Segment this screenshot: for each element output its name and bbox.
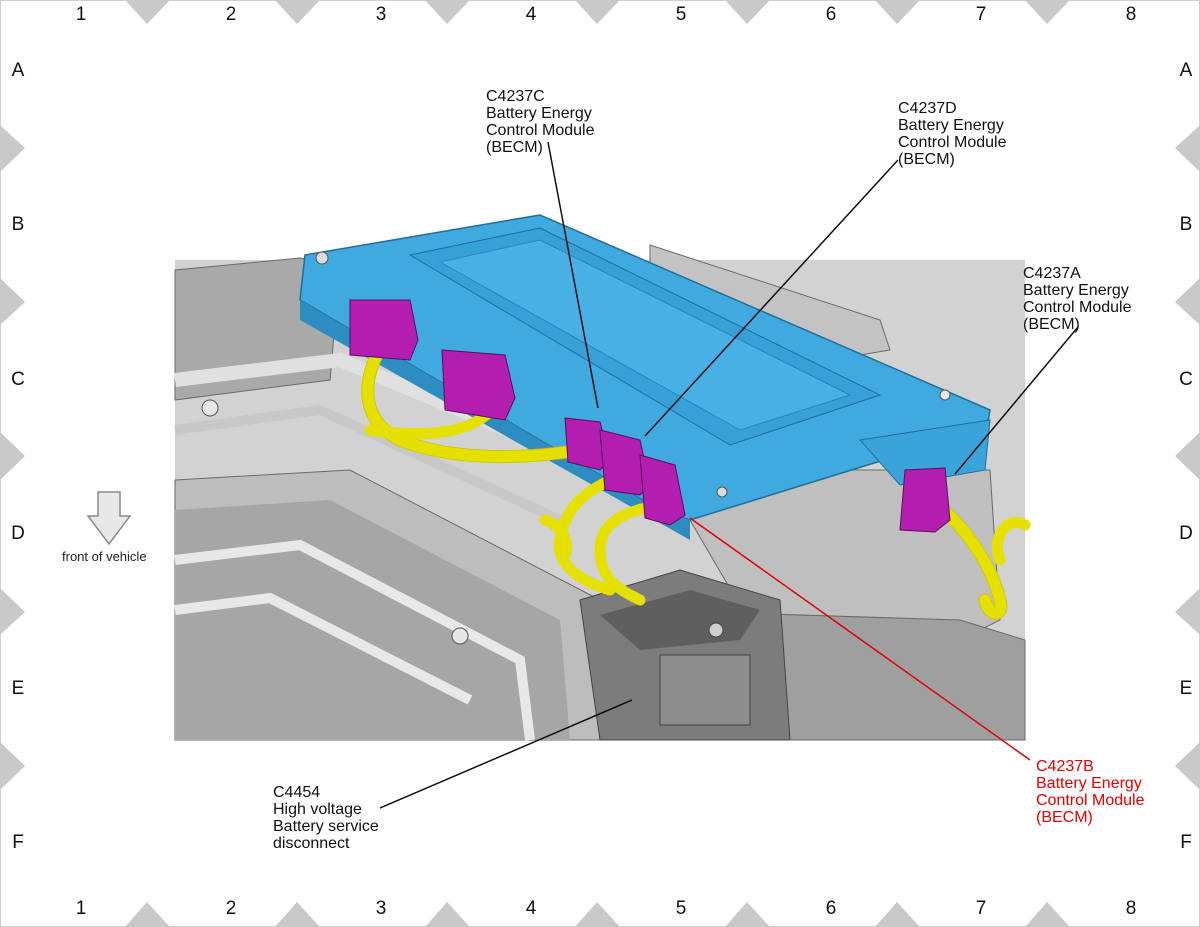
grid-tab-bottom bbox=[875, 902, 920, 927]
grid-column-label: 2 bbox=[225, 898, 237, 919]
grid-row-label: B bbox=[11, 214, 25, 235]
grid-tab-right bbox=[1175, 588, 1200, 635]
grid-column-label: 1 bbox=[75, 898, 87, 919]
grid-row-label: A bbox=[11, 60, 25, 81]
grid-column-label: 5 bbox=[675, 4, 687, 25]
leader-line-c4454 bbox=[379, 699, 633, 809]
grid-tab-top bbox=[875, 0, 920, 24]
grid-tab-top bbox=[725, 0, 770, 24]
grid-tab-left bbox=[0, 125, 25, 172]
callout-line: High voltage bbox=[273, 801, 362, 818]
callout-line: Battery Energy bbox=[486, 105, 592, 122]
leader-line-c4237a bbox=[954, 326, 1079, 475]
grid-tab-right bbox=[1175, 278, 1200, 325]
grid-row-label: C bbox=[11, 369, 25, 390]
callout-c4237b: C4237B Battery Energy Control Module (BE… bbox=[1036, 758, 1145, 826]
becm-module bbox=[299, 214, 991, 540]
grid-column-label: 3 bbox=[375, 4, 387, 25]
connector-id: C4454 bbox=[273, 784, 321, 801]
becm-connectors bbox=[349, 299, 951, 533]
grid-column-label: 6 bbox=[825, 4, 837, 25]
grid-column-label: 5 bbox=[675, 898, 687, 919]
callout-c4454: C4454 High voltage Battery service disco… bbox=[273, 784, 379, 852]
grid-column-label: 4 bbox=[525, 898, 537, 919]
orientation-label: front of vehicle bbox=[62, 549, 147, 564]
grid-column-label: 7 bbox=[975, 4, 987, 25]
callout-line: (BECM) bbox=[1023, 316, 1080, 333]
grid-tab-right bbox=[1175, 742, 1200, 790]
leader-line-c4237d bbox=[644, 159, 899, 437]
grid-row-label: B bbox=[1179, 214, 1193, 235]
grid-tab-top bbox=[125, 0, 170, 24]
grid-tab-right bbox=[1175, 125, 1200, 172]
callout-line: Battery Energy bbox=[1036, 775, 1142, 792]
grid-column-label: 8 bbox=[1125, 898, 1137, 919]
grid-tab-top bbox=[1025, 0, 1070, 24]
callout-line: Control Module bbox=[1036, 792, 1145, 809]
grid-column-label: 6 bbox=[825, 898, 837, 919]
callout-line: Control Module bbox=[1023, 299, 1132, 316]
grid-row-label: C bbox=[1179, 369, 1193, 390]
leader-line-c4237c bbox=[547, 141, 599, 409]
callout-line: Control Module bbox=[898, 134, 1007, 151]
grid-tab-top bbox=[425, 0, 470, 24]
grid-row-label: F bbox=[1180, 832, 1192, 853]
down-arrow-icon bbox=[86, 491, 132, 546]
callout-line: Battery service bbox=[273, 818, 379, 835]
grid-column-label: 4 bbox=[525, 4, 537, 25]
grid-column-label: 2 bbox=[225, 4, 237, 25]
grid-tab-bottom bbox=[725, 902, 770, 927]
leader-line-c4237b bbox=[689, 517, 1031, 761]
grid-tab-top bbox=[575, 0, 620, 24]
grid-tab-bottom bbox=[125, 902, 170, 927]
callout-line: Battery Energy bbox=[898, 117, 1004, 134]
grid-tab-bottom bbox=[1025, 902, 1070, 927]
grid-tab-left bbox=[0, 742, 25, 790]
callout-line: Battery Energy bbox=[1023, 282, 1129, 299]
grid-tab-left bbox=[0, 432, 25, 480]
grid-row-label: A bbox=[1179, 60, 1193, 81]
wiring-harness bbox=[361, 333, 1031, 620]
grid-row-label: E bbox=[1179, 678, 1193, 699]
connector-id: C4237B bbox=[1036, 758, 1094, 775]
callout-c4237c: C4237C Battery Energy Control Module (BE… bbox=[486, 88, 595, 156]
grid-row-label: D bbox=[11, 523, 25, 544]
connector-id: C4237A bbox=[1023, 265, 1081, 282]
callout-line: (BECM) bbox=[486, 139, 543, 156]
grid-row-label: F bbox=[12, 832, 24, 853]
grid-tab-left bbox=[0, 278, 25, 325]
callout-line: (BECM) bbox=[898, 151, 955, 168]
grid-tab-left bbox=[0, 588, 25, 635]
grid-row-label: D bbox=[1179, 523, 1193, 544]
grid-tab-right bbox=[1175, 432, 1200, 480]
grid-column-label: 1 bbox=[75, 4, 87, 25]
connector-id: C4237D bbox=[898, 100, 957, 117]
grid-tab-bottom bbox=[275, 902, 320, 927]
connector-id: C4237C bbox=[486, 88, 545, 105]
callout-line: disconnect bbox=[273, 835, 350, 852]
callout-c4237a: C4237A Battery Energy Control Module (BE… bbox=[1023, 265, 1132, 333]
callout-c4237d: C4237D Battery Energy Control Module (BE… bbox=[898, 100, 1007, 168]
grid-column-label: 8 bbox=[1125, 4, 1137, 25]
grid-column-label: 3 bbox=[375, 898, 387, 919]
grid-tab-top bbox=[275, 0, 320, 24]
callout-line: Control Module bbox=[486, 122, 595, 139]
grid-column-label: 7 bbox=[975, 898, 987, 919]
leader-lines bbox=[379, 141, 1079, 809]
callout-line: (BECM) bbox=[1036, 809, 1093, 826]
grid-tab-bottom bbox=[425, 902, 470, 927]
grid-tab-bottom bbox=[575, 902, 620, 927]
grid-row-label: E bbox=[11, 678, 25, 699]
